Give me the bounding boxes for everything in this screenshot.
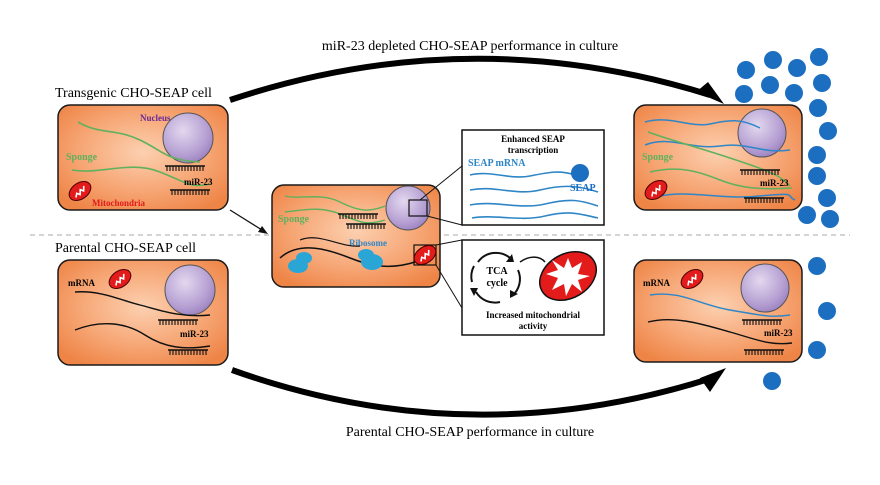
sponge-label: Sponge bbox=[642, 152, 674, 163]
nucleus-icon bbox=[385, 185, 431, 231]
ribosome-label: Ribosome bbox=[349, 238, 387, 248]
mrna-label: mRNA bbox=[643, 278, 670, 288]
mir23-label: miR-23 bbox=[760, 178, 789, 188]
enhanced-line2: transcription bbox=[508, 145, 559, 155]
tca-cycle-icon: TCA cycle bbox=[470, 251, 521, 304]
mir23-label: miR-23 bbox=[184, 177, 213, 187]
nucleus-label: Nucleus bbox=[140, 113, 171, 123]
enhanced-seap-box: Enhanced SEAP transcription SEAP mRNA SE… bbox=[461, 129, 605, 226]
transgenic-result-cell: Sponge miR-23 bbox=[633, 104, 803, 211]
parental-cell-label: Parental CHO-SEAP cell bbox=[55, 241, 196, 256]
nucleus-icon bbox=[737, 108, 787, 158]
center-cell: Sponge Ribosome bbox=[271, 184, 441, 288]
top-arrow: miR-23 depleted CHO-SEAP performance in … bbox=[229, 39, 724, 104]
nucleus-icon bbox=[164, 264, 216, 316]
tca-line2: cycle bbox=[486, 278, 508, 289]
mito-line1: Increased mitochondrial bbox=[486, 310, 581, 320]
top-arrow-label: miR-23 depleted CHO-SEAP performance in … bbox=[322, 39, 618, 54]
sponge-label: Sponge bbox=[66, 152, 98, 163]
transgenic-cell-label: Transgenic CHO-SEAP cell bbox=[55, 86, 212, 101]
seap-label: SEAP bbox=[570, 183, 596, 194]
tca-line1: TCA bbox=[486, 266, 508, 277]
parental-result-cell: mRNA miR-23 bbox=[633, 259, 803, 363]
nucleus-zoom-box bbox=[408, 199, 428, 217]
seap-dots-bottom bbox=[763, 257, 836, 390]
mitochondria-large-icon bbox=[539, 251, 597, 301]
transgenic-cell: Nucleus Sponge miR-23 Mitochondria bbox=[57, 104, 229, 211]
nucleus-icon bbox=[162, 112, 214, 164]
seap-dots-top bbox=[735, 48, 839, 228]
ribosome-icon bbox=[288, 249, 383, 273]
mito-zoom-box bbox=[413, 244, 437, 266]
mrna-label: mRNA bbox=[68, 278, 95, 288]
mito-activity-box: TCA cycle Increased mitochondrial activi… bbox=[461, 239, 605, 336]
parental-cell: mRNA miR-23 bbox=[57, 259, 229, 366]
bottom-arrow: Parental CHO-SEAP performance in culture bbox=[230, 367, 726, 440]
mito-line2: activity bbox=[519, 321, 548, 331]
bottom-arrow-label: Parental CHO-SEAP performance in culture bbox=[346, 425, 594, 440]
mitochondria-label: Mitochondria bbox=[92, 198, 145, 208]
mir23-label: miR-23 bbox=[180, 329, 209, 339]
nucleus-icon bbox=[740, 263, 790, 313]
seap-protein-icon bbox=[571, 164, 589, 182]
enhanced-line1: Enhanced SEAP bbox=[501, 134, 565, 144]
sponge-label: Sponge bbox=[278, 214, 310, 225]
mir23-label: miR-23 bbox=[764, 328, 793, 338]
seap-mrna-label: SEAP mRNA bbox=[468, 158, 526, 169]
